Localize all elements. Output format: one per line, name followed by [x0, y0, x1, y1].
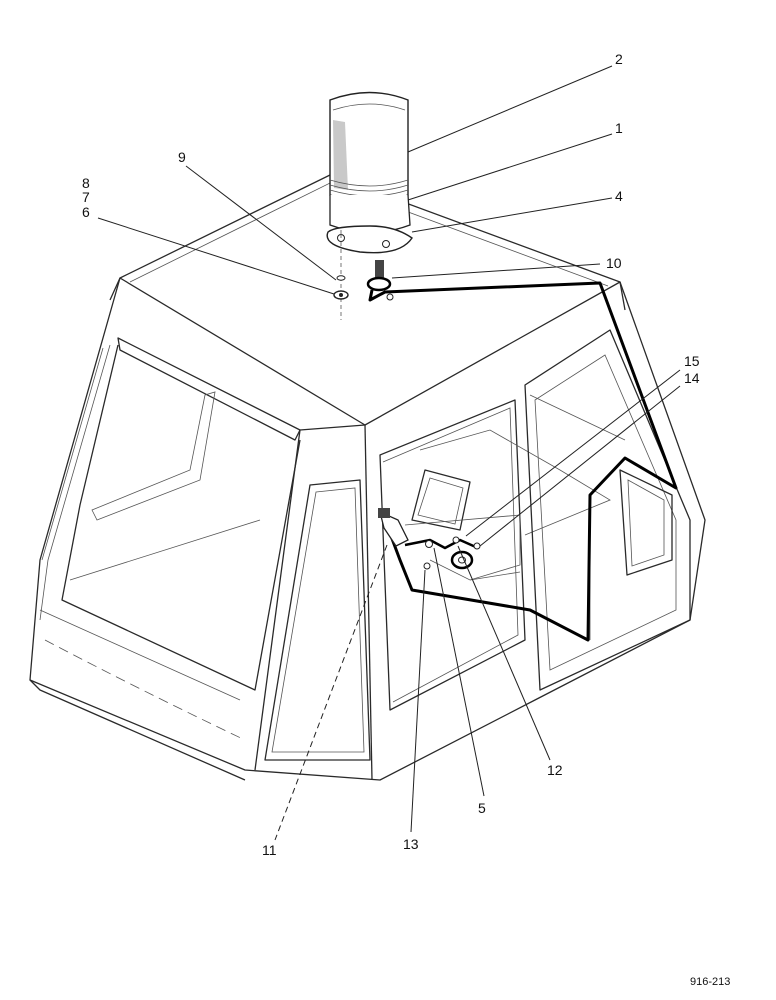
- mount-bolt-right: [382, 240, 390, 248]
- callout-4: 4: [615, 188, 623, 204]
- beacon-shade: [333, 120, 348, 190]
- connector-d: [473, 542, 481, 550]
- beacon-lamp: [326, 91, 413, 254]
- right-window: [524, 329, 691, 691]
- connector-c: [452, 536, 460, 544]
- relay-unit: [450, 550, 474, 570]
- callout-11: 11: [262, 842, 277, 858]
- beacon-switch: [378, 508, 409, 547]
- callout-7: 7: [82, 189, 90, 205]
- beacon-base-plate: [326, 225, 413, 254]
- front-pillar-window: [264, 479, 371, 761]
- cable-grommet: [366, 260, 394, 301]
- callout-15: 15: [684, 353, 700, 369]
- callout-13: 13: [403, 836, 419, 852]
- left-window: [39, 337, 301, 691]
- wiring-harness: [368, 281, 678, 642]
- lock-washer: [336, 275, 346, 281]
- leader-lines: [97, 65, 681, 841]
- callout-1: 1: [615, 120, 623, 136]
- callout-14: 14: [684, 370, 700, 386]
- callout-labels: 2 1 4 9 8 7 6 10 15 14 11 13 5 12: [82, 51, 700, 858]
- instrument-console: [404, 429, 611, 581]
- connector-b: [423, 562, 431, 570]
- wiring-harness-branch: [404, 538, 479, 550]
- connector-a: [425, 540, 433, 548]
- callout-8: 8: [82, 175, 90, 191]
- callout-6: 6: [82, 204, 90, 220]
- figure-reference: 916-213: [690, 976, 730, 988]
- callout-5: 5: [478, 800, 486, 816]
- mounting-stud-assembly: [333, 242, 349, 320]
- callout-10: 10: [606, 255, 622, 271]
- callout-2: 2: [615, 51, 623, 67]
- door-opening: [379, 399, 526, 711]
- callout-9: 9: [178, 149, 186, 165]
- callout-12: 12: [547, 762, 563, 778]
